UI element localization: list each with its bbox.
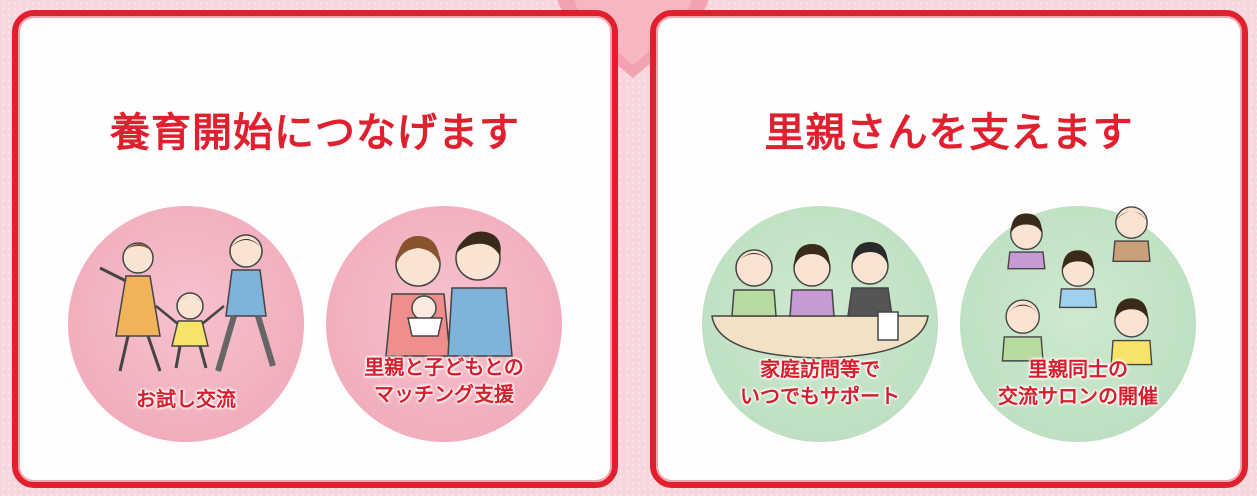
circle-label: 家庭訪問等で いつでもサポート (740, 357, 900, 408)
circle-label: 里親と子どもとの マッチング支援 (364, 355, 524, 406)
circle-salon: 里親同士の 交流サロンの開催 (960, 206, 1196, 442)
panel-title: 養育開始につなげます (110, 110, 520, 156)
parents-with-baby-icon (385, 231, 513, 357)
circle-label: お試し交流 (136, 387, 236, 411)
circle-label: 里親同士の 交流サロンの開催 (998, 357, 1158, 408)
home-visit-meeting-icon (711, 242, 929, 359)
panel-start-fostering: 養育開始につなげます お試し交流 (12, 10, 618, 488)
circle-matching-support: 里親と子どもとの マッチング支援 (326, 206, 562, 442)
family-walking-icon (99, 234, 276, 372)
circle-trial-exchange: お試し交流 (68, 206, 304, 442)
panel-support-foster-parents: 里親さんを支えます 家庭訪問等で いつでもサポート (650, 10, 1248, 488)
circle-home-visit: 家庭訪問等で いつでもサポート (702, 206, 938, 442)
panel-title: 里親さんを支えます (764, 110, 1134, 156)
group-salon-icon (1001, 206, 1153, 366)
